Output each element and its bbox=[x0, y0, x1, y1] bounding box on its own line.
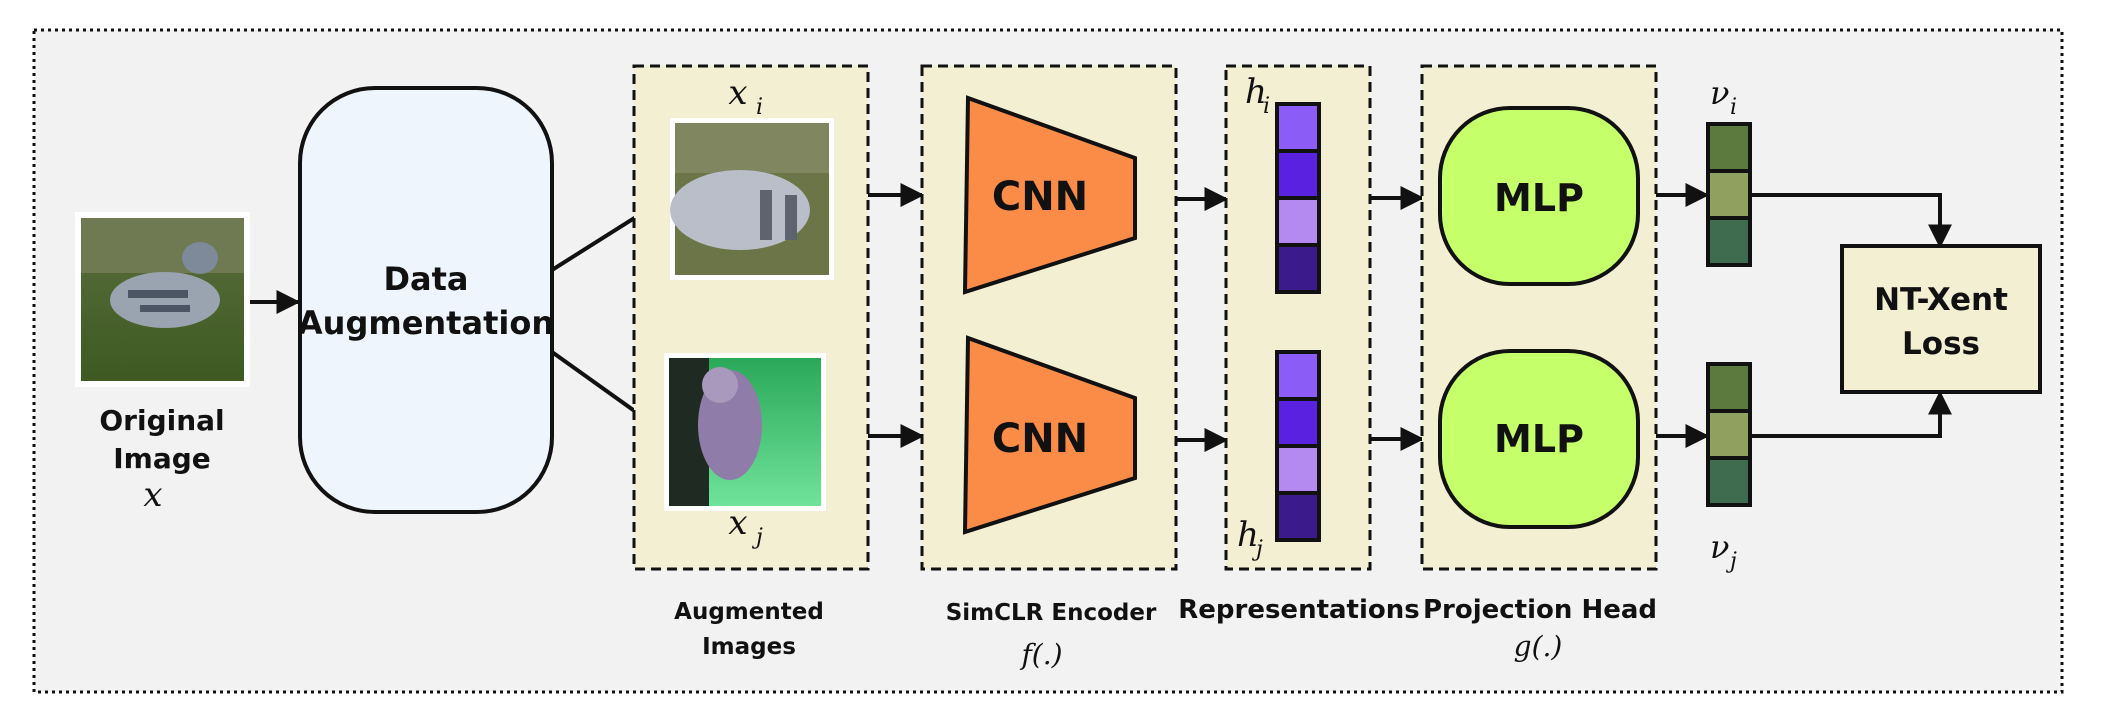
representation-vector-top bbox=[1275, 102, 1321, 294]
vj-symbol: ν bbox=[1710, 528, 1729, 566]
cnn-top-label: CNN bbox=[992, 174, 1088, 220]
loss-box bbox=[1840, 244, 2042, 394]
augmented-image-top bbox=[670, 118, 834, 280]
augmentation-box bbox=[298, 86, 554, 514]
loss-label-line1: NT-Xent bbox=[1874, 282, 2008, 318]
representations-caption: Representations bbox=[1178, 595, 1420, 625]
representation-top-cell-2 bbox=[1275, 149, 1321, 200]
representation-top-cell-3 bbox=[1275, 196, 1321, 247]
embedding-vector-top bbox=[1706, 122, 1752, 267]
vi-subscript: i bbox=[1730, 95, 1737, 120]
augmentation-label-line2: Augmentation bbox=[298, 304, 554, 342]
representation-bottom-cell-4 bbox=[1275, 491, 1321, 542]
augmented-image-bottom bbox=[664, 353, 826, 511]
hj-symbol: h bbox=[1237, 515, 1259, 555]
cnn-bottom-label: CNN bbox=[992, 416, 1088, 462]
mlp-top-label: MLP bbox=[1494, 176, 1584, 220]
representation-bottom-cell-3 bbox=[1275, 444, 1321, 495]
xj-symbol: x bbox=[728, 503, 747, 543]
embedding-top-cell-1 bbox=[1706, 122, 1752, 173]
embedding-top-cell-2 bbox=[1706, 169, 1752, 220]
original-image bbox=[75, 212, 250, 387]
mlp-bottom bbox=[1438, 349, 1640, 529]
cnn-bottom bbox=[962, 335, 1137, 535]
original-label-line2: Image bbox=[113, 442, 211, 475]
arrow-vj-to-loss bbox=[1752, 390, 1952, 438]
arrow-vi-to-loss bbox=[1752, 193, 1952, 249]
original-label-line1: Original bbox=[99, 404, 224, 437]
embedding-vector-bottom bbox=[1706, 362, 1752, 507]
representation-top-cell-4 bbox=[1275, 243, 1321, 294]
representation-bottom-cell-1 bbox=[1275, 350, 1321, 401]
mlp-bottom-label: MLP bbox=[1494, 417, 1584, 461]
embedding-top-cell-3 bbox=[1706, 216, 1752, 267]
projection-symbol: g(.) bbox=[1514, 630, 1563, 663]
cnn-top bbox=[962, 95, 1137, 295]
augmentation-label-line1: Data bbox=[383, 260, 468, 298]
representation-vector-bottom bbox=[1275, 350, 1321, 542]
hi-subscript: i bbox=[1263, 94, 1270, 119]
augmented-label-line1: Augmented bbox=[674, 599, 824, 625]
augmented-label-line2: Images bbox=[702, 634, 796, 660]
embedding-bottom-cell-2 bbox=[1706, 409, 1752, 460]
encoder-symbol: f(.) bbox=[1019, 638, 1062, 671]
xi-subscript: i bbox=[756, 95, 763, 120]
projection-caption: Projection Head bbox=[1423, 595, 1657, 625]
mlp-top bbox=[1438, 106, 1640, 286]
encoder-caption: SimCLR Encoder bbox=[946, 600, 1157, 626]
vi-symbol: ν bbox=[1710, 74, 1729, 112]
embedding-bottom-cell-3 bbox=[1706, 456, 1752, 507]
loss-label-line2: Loss bbox=[1902, 326, 1980, 362]
representation-bottom-cell-2 bbox=[1275, 397, 1321, 448]
representation-top-cell-1 bbox=[1275, 102, 1321, 153]
original-symbol: x bbox=[143, 475, 162, 515]
xi-symbol: x bbox=[728, 73, 747, 113]
hi-symbol: h bbox=[1245, 72, 1267, 112]
embedding-bottom-cell-1 bbox=[1706, 362, 1752, 413]
